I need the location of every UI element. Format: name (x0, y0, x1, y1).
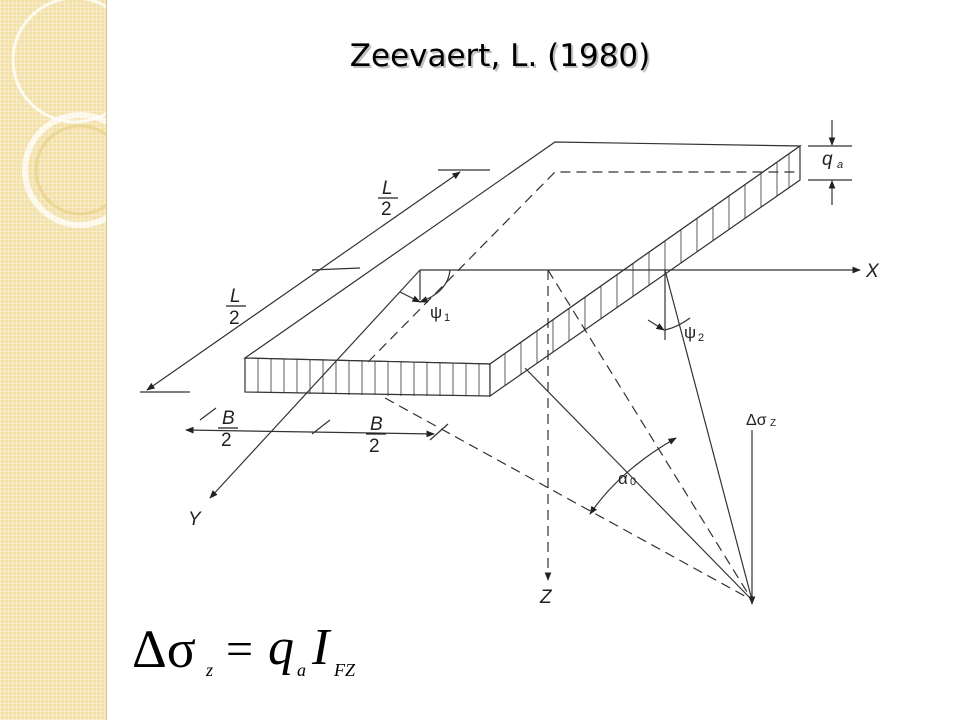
formula-delta-sigma: Δσ (132, 619, 196, 679)
formula-I: I (312, 619, 330, 676)
formula-sub-z: z (206, 660, 214, 680)
qa-label-sub: a (837, 159, 843, 171)
formula-q: q (268, 619, 294, 676)
psi2-arc (664, 317, 691, 331)
l-label-bottom-den: 2 (229, 308, 240, 329)
formula-equals: = (226, 623, 254, 676)
z-axis-label: Z (539, 587, 553, 608)
side-hatching (504, 154, 790, 385)
b-dimension (185, 426, 435, 438)
b-label-left-den: 2 (221, 430, 232, 451)
stress-formula: Δσ z = q a I FZ (132, 618, 392, 688)
l-label-bottom-num: L (230, 286, 241, 307)
psi2-label-sub: 2 (698, 332, 704, 344)
formula-sub-a: a (297, 660, 306, 680)
b-label-right-num: B (370, 414, 383, 435)
alpha-label-sub: 0 (630, 476, 636, 488)
decorative-rings (11, 0, 106, 228)
dsigma-label-sub: Z (770, 418, 776, 429)
slide-title: Zeevaert, L. (1980) (349, 38, 651, 74)
alpha-arc (589, 437, 677, 515)
l-label-top-den: 2 (381, 199, 392, 220)
formula-sub-fz: FZ (334, 660, 356, 680)
slab-top-face (243, 141, 802, 365)
b-label-right-den: 2 (369, 436, 380, 457)
slide-title-shadow: Zeevaert, L. (1980) (351, 40, 653, 76)
psi2-label: ψ (684, 323, 696, 342)
y-axis-label: Y (188, 509, 202, 530)
psi1-label: ψ (430, 303, 442, 322)
alpha-label: α (618, 469, 628, 488)
psi1-label-sub: 1 (444, 312, 450, 324)
l-dimension (146, 171, 461, 391)
qa-label: q (822, 149, 833, 170)
dsigma-label: Δσ (746, 412, 767, 429)
slab-side-face (489, 144, 801, 398)
x-axis-label: X (865, 261, 880, 282)
l-label-top-num: L (382, 178, 393, 199)
b-label-left-num: B (222, 408, 235, 429)
